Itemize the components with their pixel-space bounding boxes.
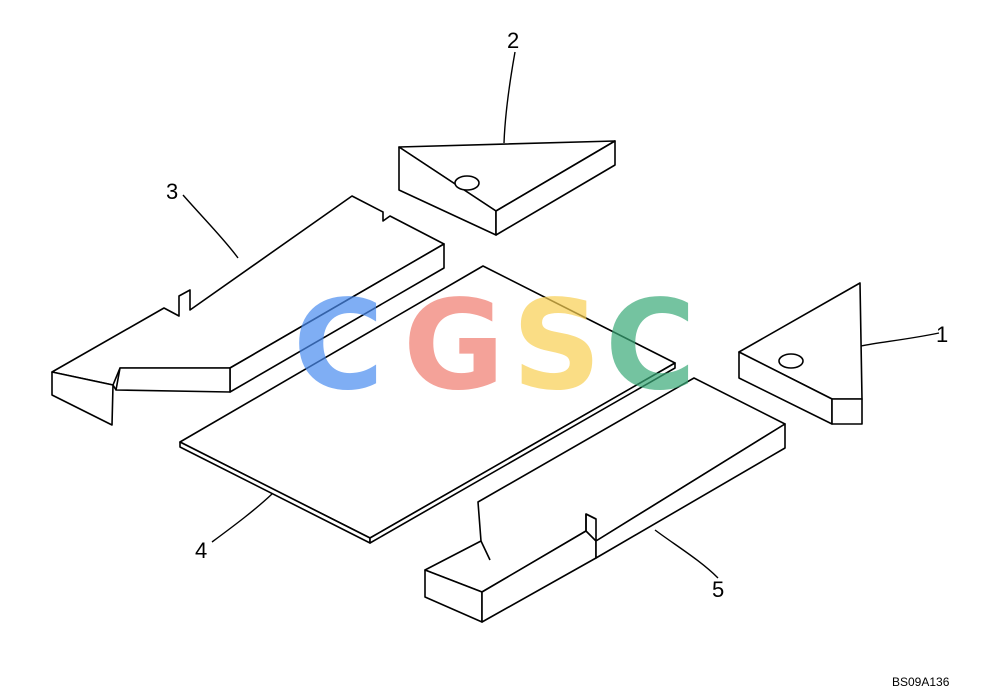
watermark-letter-c2: C [605,274,696,418]
watermark-letter-c1: C [293,274,384,418]
part-5-block [424,377,786,623]
drawing-code: BS09A136 [892,675,950,689]
part-1-triangle-pad [738,282,863,425]
watermark-letter-s: S [512,274,601,418]
mounting-hole [454,175,480,191]
leader-lines [182,51,940,579]
mounting-hole [778,353,804,369]
part-4-plate [179,265,676,544]
watermark-letter-g: G [403,274,505,418]
callout-5: 5 [712,577,724,602]
part-2-triangle-pad [398,140,616,236]
callout-4: 4 [195,538,207,563]
callout-1: 1 [936,322,948,347]
watermark-logo: C G S C [293,274,696,418]
part-3-block [51,195,445,426]
callout-2: 2 [507,28,519,53]
callout-3: 3 [166,179,178,204]
